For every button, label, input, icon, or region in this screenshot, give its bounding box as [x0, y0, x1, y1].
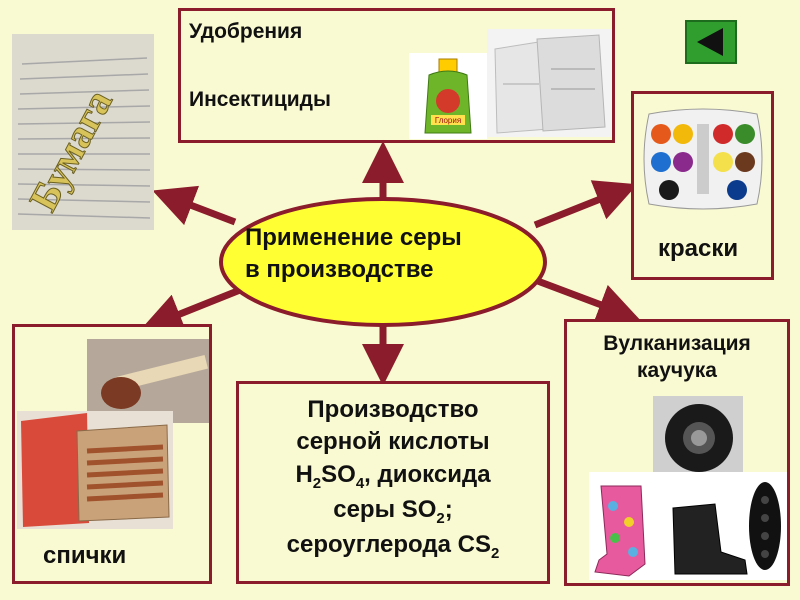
- fertilizer-bags-image: [487, 29, 611, 137]
- center-line1: Применение серы: [245, 224, 462, 251]
- acid-line4: серы SO2;: [333, 495, 453, 527]
- tire-image: [653, 396, 743, 480]
- insecticides-label: Инсектициды: [189, 88, 331, 111]
- center-label: Применение серы в производстве: [245, 222, 545, 287]
- center-line2: в производстве: [245, 256, 434, 284]
- paints-label: краски: [658, 235, 739, 262]
- matches-label: спички: [43, 542, 127, 569]
- acid-line2: серной кислоты: [296, 428, 490, 456]
- arrow-lower-right: [533, 276, 640, 325]
- sulfuric-acid-box: Производство серной кислоты H2SO4, диокс…: [236, 381, 550, 584]
- rubber-vulcanization-box: Вулканизация каучука: [564, 319, 790, 586]
- paper-image-box: Бумага: [12, 34, 154, 230]
- arrow-lower-left: [140, 286, 242, 334]
- matches-box: спички: [12, 324, 212, 584]
- rubber-line1: Вулканизация: [603, 332, 751, 355]
- acid-line3: H2SO4, диоксида: [295, 460, 491, 492]
- acid-line1: Производство: [307, 396, 479, 423]
- boots-image: [589, 472, 787, 580]
- fertilizers-box: Удобрения Инсектициды Глория: [178, 8, 615, 143]
- matchstick-image: [87, 339, 209, 423]
- triangle-left-icon: [697, 28, 723, 56]
- rubber-text: Вулканизация каучука: [567, 330, 787, 385]
- arrow-upper-left: [152, 185, 237, 226]
- paints-box: краски: [631, 91, 774, 280]
- center-ellipse: [219, 197, 547, 327]
- paint-palette-image: [643, 108, 763, 210]
- rubber-line2: каучука: [637, 359, 717, 383]
- bottle-label-text: Глория: [435, 116, 461, 125]
- acid-text: Производство серной кислоты H2SO4, диокс…: [239, 394, 547, 564]
- back-button[interactable]: [685, 20, 737, 64]
- insecticide-bottle-image: Глория: [409, 53, 487, 139]
- acid-line5: сероуглерода CS2: [286, 530, 500, 562]
- fertilizers-label: Удобрения: [189, 20, 303, 43]
- arrow-upper-right: [533, 180, 638, 229]
- matchbox-image: [17, 411, 173, 529]
- paper-stack-image: Бумага: [12, 34, 154, 230]
